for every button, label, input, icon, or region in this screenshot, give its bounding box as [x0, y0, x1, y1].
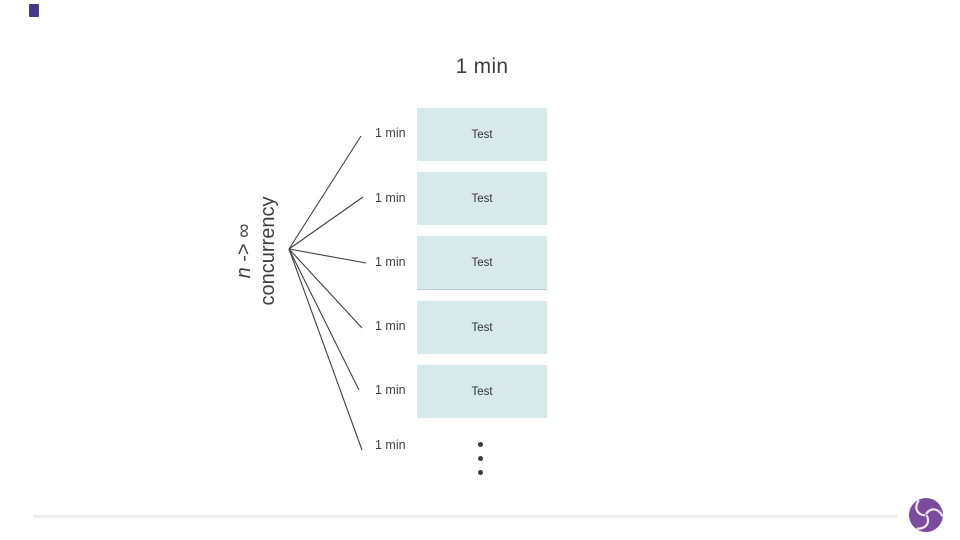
branch-duration-label: 1 min [375, 191, 406, 205]
ellipsis-dot [478, 456, 483, 461]
test-box: Test [417, 236, 547, 290]
ellipsis-dot [478, 442, 483, 447]
concurrency-axis-label: n -> ∞ concurrency [232, 181, 280, 321]
axis-label-line1: n -> ∞ [233, 223, 255, 279]
branch-duration-label: 1 min [375, 319, 406, 333]
test-box: Test [417, 365, 547, 418]
branch-duration-label: 1 min [375, 383, 406, 397]
branch-duration-label: 1 min [375, 255, 406, 269]
test-box: Test [417, 172, 547, 225]
ellipsis-dot [478, 470, 483, 475]
branch-duration-label: 1 min [375, 126, 406, 140]
swirl-logo-icon [909, 498, 944, 532]
slide-accent-mark [29, 4, 39, 17]
footer-divider [33, 515, 897, 518]
axis-label-line2: concurrency [257, 196, 279, 306]
test-box: Test [417, 108, 547, 161]
branch-duration-label: 1 min [375, 438, 406, 452]
test-box: Test [417, 301, 547, 354]
slide-title: 1 min [455, 55, 509, 78]
